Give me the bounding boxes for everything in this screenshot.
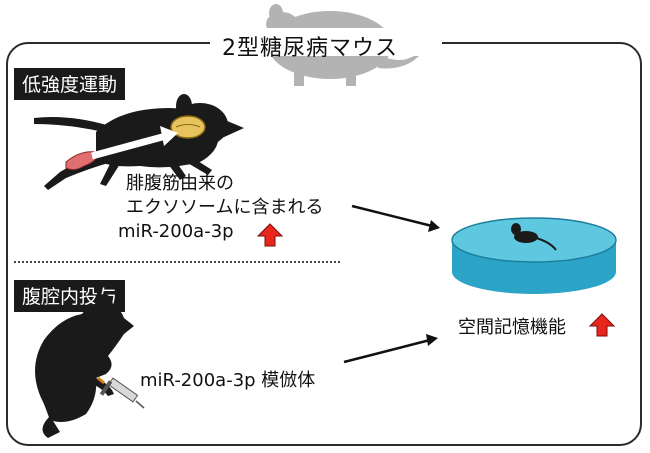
arrow-exercise-to-outcome bbox=[351, 204, 440, 232]
swimming-mouse-icon bbox=[511, 223, 557, 251]
section-divider bbox=[14, 261, 340, 263]
exercise-text-line1: 腓腹筋由来の bbox=[126, 173, 234, 194]
title-background bbox=[210, 28, 442, 56]
arrow-injection-to-outcome bbox=[343, 334, 438, 364]
exercise-text-line2: エクソソームに含まれる bbox=[126, 197, 324, 218]
injection-text: miR-200a-3p 模倣体 bbox=[140, 370, 316, 391]
section-label-exercise: 低強度運動 bbox=[14, 68, 126, 100]
muscle-icon bbox=[65, 151, 98, 171]
up-arrow-icon bbox=[256, 223, 284, 247]
up-arrow-icon bbox=[588, 313, 616, 337]
diagram-title: 2型糖尿病マウス bbox=[222, 36, 398, 61]
outcome-text: 空間記憶機能 bbox=[458, 317, 566, 338]
brain-icon bbox=[170, 115, 206, 139]
exercise-text-line3: miR-200a-3p bbox=[118, 221, 234, 242]
